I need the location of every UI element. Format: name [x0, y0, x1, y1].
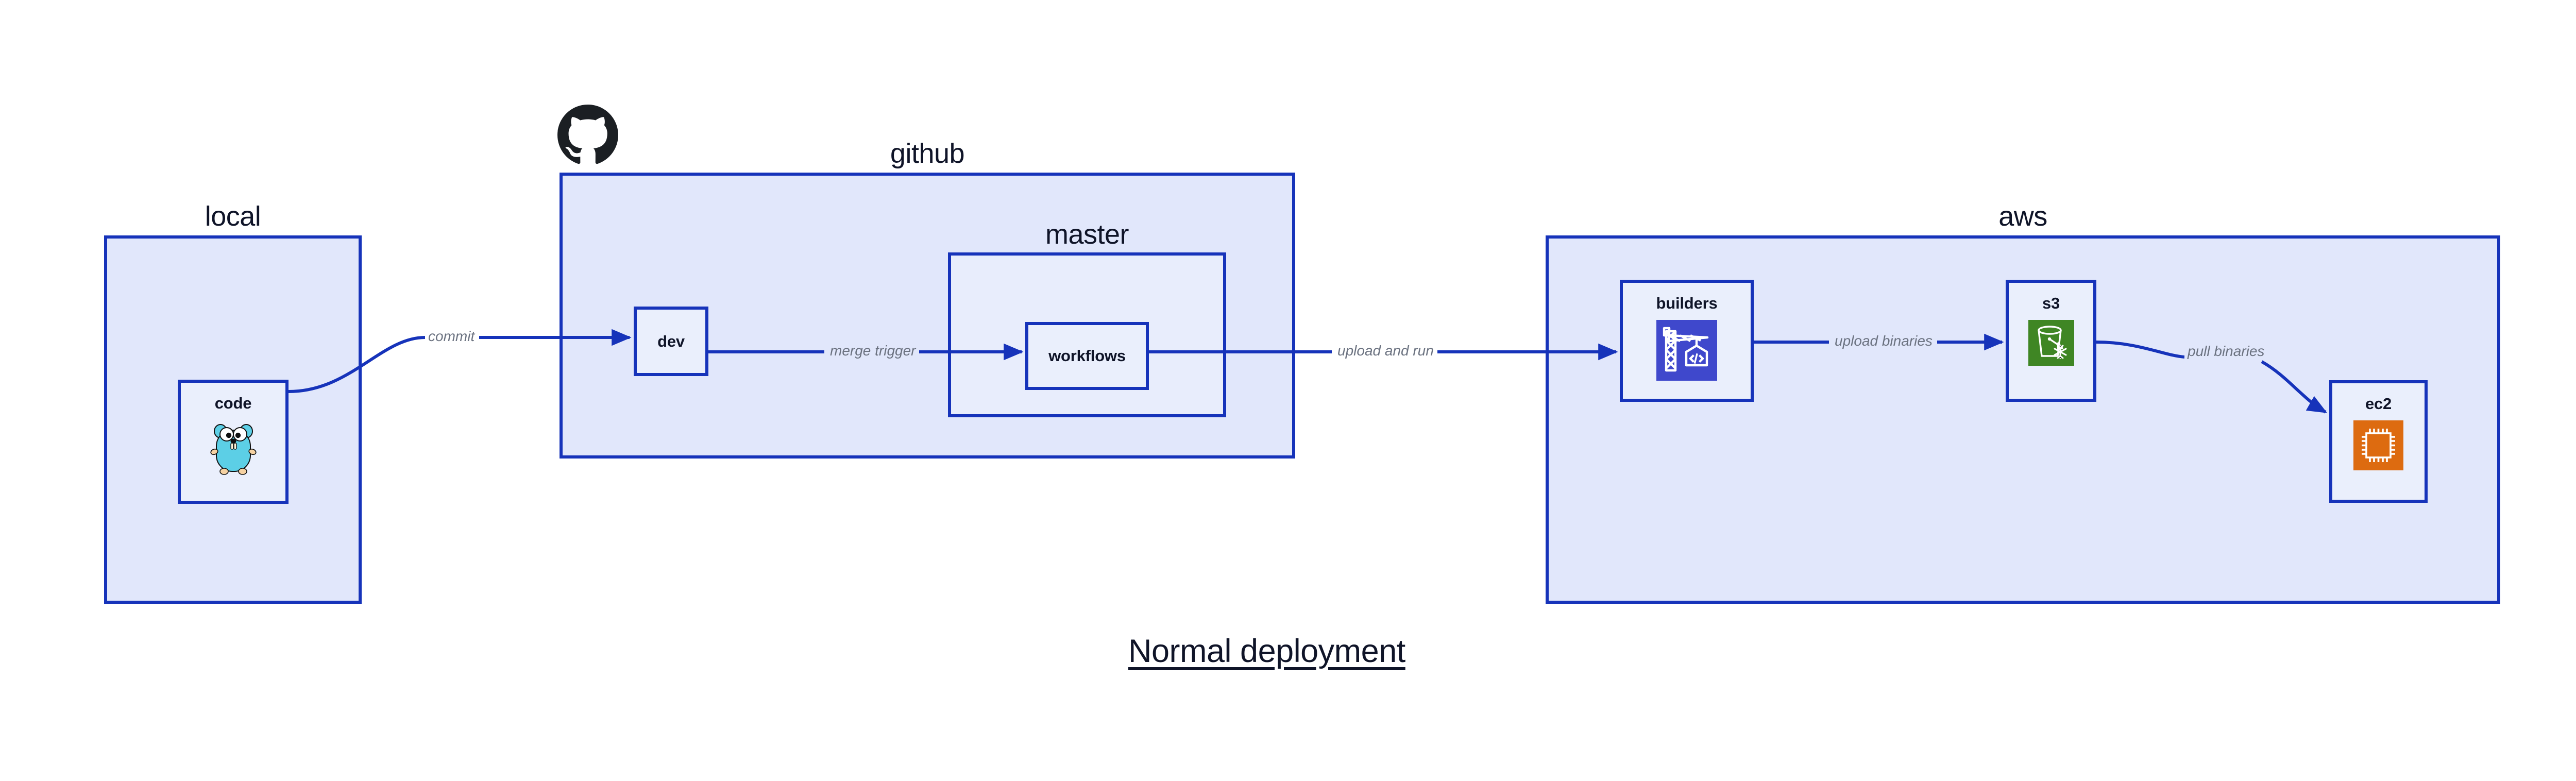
edge-label-upload-binaries: upload binaries: [1832, 334, 1936, 348]
node-code[interactable]: code: [178, 380, 289, 504]
aws-codebuild-icon: [1656, 320, 1717, 383]
node-ec2-label: ec2: [2365, 395, 2392, 413]
node-ec2[interactable]: ec2: [2329, 380, 2428, 503]
node-workflows[interactable]: workflows: [1025, 322, 1149, 390]
group-label-local: local: [205, 201, 261, 232]
node-dev-label: dev: [657, 332, 685, 350]
node-code-label: code: [214, 394, 252, 412]
node-s3-label: s3: [2042, 294, 2060, 312]
group-label-aws: aws: [1998, 201, 2047, 232]
edge-label-upload-and-run: upload and run: [1334, 344, 1437, 358]
aws-s3-icon: [2028, 320, 2074, 368]
node-s3[interactable]: s3: [2006, 280, 2096, 402]
edge-label-merge-trigger: merge trigger: [827, 344, 919, 358]
group-label-github: github: [890, 138, 965, 169]
node-builders[interactable]: builders: [1620, 280, 1754, 402]
aws-ec2-icon: [2353, 420, 2403, 473]
node-builders-label: builders: [1656, 294, 1718, 312]
node-dev[interactable]: dev: [634, 307, 708, 376]
node-workflows-label: workflows: [1048, 347, 1126, 365]
diagram-title: Normal deployment: [1128, 633, 1405, 669]
group-label-master: master: [1045, 219, 1129, 250]
edge-label-commit: commit: [425, 329, 478, 344]
go-gopher-icon: [210, 420, 257, 480]
github-octocat-icon: [557, 105, 618, 168]
edge-label-pull-binaries: pull binaries: [2184, 344, 2268, 359]
